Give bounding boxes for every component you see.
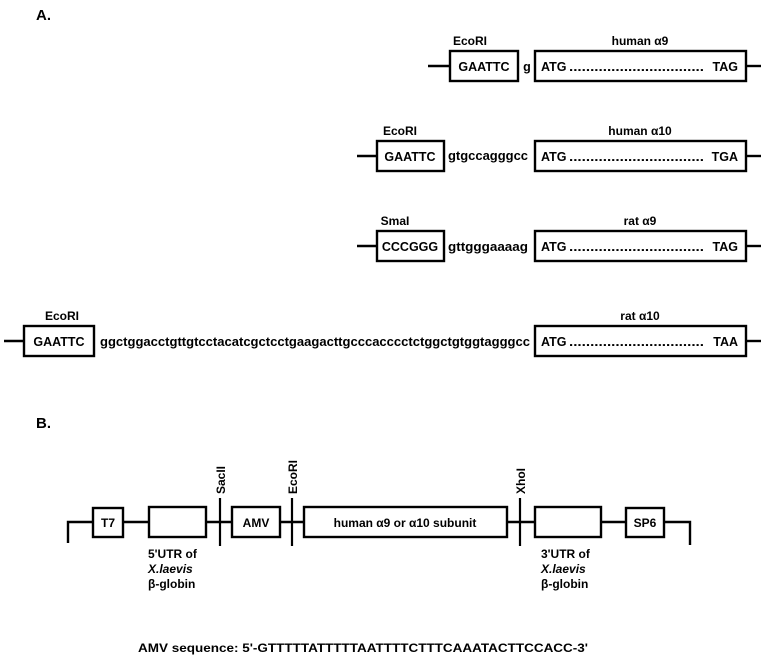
- sequence-dots: ................................: [569, 150, 704, 164]
- restriction-site-sequence: GAATTC: [458, 60, 509, 74]
- restriction-site-label: EcoRI: [45, 309, 79, 323]
- utr5-box: [147, 505, 208, 539]
- insert-box: [302, 505, 509, 539]
- utr3-caption-line3: β-globin: [541, 577, 588, 591]
- coding-sequence-box: [533, 139, 748, 173]
- utr3-caption-line1: 3'UTR of: [541, 547, 591, 561]
- utr5-caption-line2: X.laevis: [147, 562, 193, 576]
- restriction-site-label: EcoRI: [383, 124, 417, 138]
- sp6-promoter-box: [624, 506, 666, 539]
- stop-codon: TAG: [713, 240, 738, 254]
- restriction-site-sequence: CCCGGG: [382, 240, 438, 254]
- amv-sequence-note: AMV sequence: 5'-GTTTTTATTTTTAATTTTCTTTC…: [138, 641, 588, 655]
- linker-sequence: g: [523, 60, 531, 74]
- gene-label: rat α10: [620, 309, 660, 323]
- utr5-caption-line1: 5'UTR of: [148, 547, 198, 561]
- gene-label: human α9: [612, 34, 669, 48]
- restriction-site-sequence: GAATTC: [384, 150, 435, 164]
- utr3-caption-line2: X.laevis: [540, 562, 586, 576]
- restriction-site-box: [375, 139, 446, 173]
- restriction-site-box: [22, 324, 96, 358]
- t7-promoter-box: [91, 506, 125, 539]
- gene-label: human α10: [608, 124, 672, 138]
- utr5-caption-line3: β-globin: [148, 577, 195, 591]
- construct-human-alpha10: EcoRI GAATTC gtgccagggcc human α10 ATG .…: [357, 124, 761, 173]
- vector-left-end: [66, 520, 93, 543]
- linker-sequence: gtgccagggcc: [448, 149, 528, 163]
- construct-rat-alpha9: SmaI CCCGGG gttgggaaaag rat α9 ATG .....…: [357, 214, 761, 263]
- restriction-site-box: [375, 229, 446, 263]
- restriction-site-sequence: GAATTC: [33, 335, 84, 349]
- sequence-dots: ................................: [569, 240, 704, 254]
- construct-human-alpha9: EcoRI GAATTC g human α9 ATG ............…: [428, 34, 761, 83]
- restriction-site-label: SmaI: [381, 214, 410, 228]
- start-codon: ATG: [541, 60, 566, 74]
- start-codon: ATG: [541, 335, 566, 349]
- stop-codon: TGA: [712, 150, 738, 164]
- vector-right-end: [664, 520, 692, 545]
- sequence-dots: ................................: [569, 60, 704, 74]
- panel-a-label: A.: [36, 7, 51, 24]
- coding-sequence-box: [533, 49, 748, 83]
- stop-codon: TAA: [713, 335, 738, 349]
- construct-rat-alpha10: EcoRI GAATTC ggctggacctgttgtcctacatcgctc…: [4, 309, 761, 358]
- insert-label: human α9 or α10 subunit: [334, 516, 477, 530]
- restriction-site-label: EcoRI: [453, 34, 487, 48]
- linker-sequence: ggctggacctgttgtcctacatcgctcctgaagacttgcc…: [100, 335, 530, 349]
- amv-label: AMV: [243, 516, 270, 530]
- sequence-dots: ................................: [569, 335, 704, 349]
- expression-vector: T7 SacII AMV EcoRI human α9 or α10 subun…: [66, 460, 692, 591]
- linker-sequence: gttgggaaaag: [448, 240, 528, 254]
- gene-label: rat α9: [624, 214, 657, 228]
- coding-sequence-box: [533, 229, 748, 263]
- sacii-site-label: SacII: [214, 466, 228, 494]
- coding-sequence-box: [533, 324, 748, 358]
- t7-promoter-label: T7: [101, 516, 115, 530]
- sp6-promoter-label: SP6: [634, 516, 657, 530]
- start-codon: ATG: [541, 240, 566, 254]
- start-codon: ATG: [541, 150, 566, 164]
- restriction-site-box: [448, 49, 520, 83]
- ecori-site-label: EcoRI: [286, 460, 300, 494]
- stop-codon: TAG: [713, 60, 738, 74]
- utr3-box: [533, 505, 603, 539]
- xhoi-site-label: XhoI: [514, 468, 528, 494]
- panel-b-label: B.: [36, 415, 51, 432]
